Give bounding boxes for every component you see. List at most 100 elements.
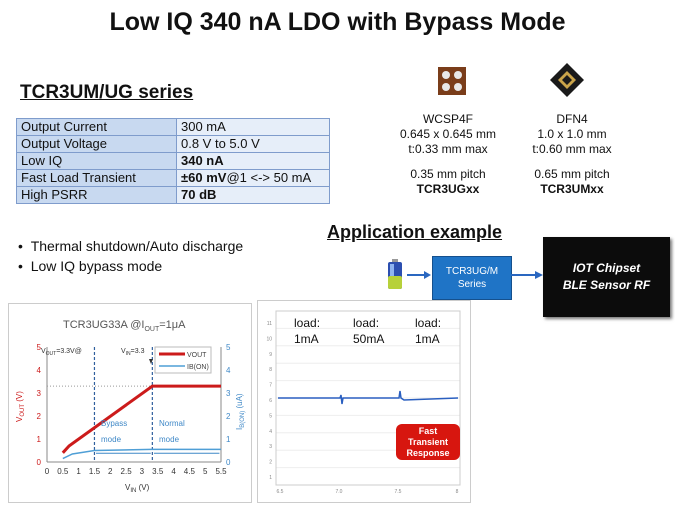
ldo-block-line: TCR3UG/M xyxy=(445,266,499,277)
load-label: 1mA xyxy=(294,332,319,346)
y2-tick-label: 3 xyxy=(226,389,231,398)
dfn4-package-icon xyxy=(550,63,584,97)
bullet-text: Low IQ bypass mode xyxy=(30,258,163,274)
spec-value: ±60 mV@1 <-> 50 mA xyxy=(176,169,330,187)
spec-value-bold: ±60 mV xyxy=(181,170,227,185)
package-thickness: t:0.33 mm max xyxy=(408,142,488,156)
normal-label: mode xyxy=(159,435,180,444)
load-label: 50mA xyxy=(353,332,384,346)
spec-value: 0.8 V to 5.0 V xyxy=(176,135,330,153)
package-name: DFN4 xyxy=(556,112,588,126)
y-tick-label: 8 xyxy=(269,367,272,373)
package-part: TCR3UMxx xyxy=(540,182,604,196)
legend-label: VOUT xyxy=(187,352,207,359)
battery-icon xyxy=(388,259,402,289)
badge-line: Response xyxy=(406,448,449,458)
y-tick-label: 0 xyxy=(37,458,42,467)
spec-value: 340 nA xyxy=(176,152,330,170)
x-ticks: 6.5 7.0 7.5 8 xyxy=(277,489,459,495)
y2-axis-label: IB(ON) (uA) xyxy=(235,393,246,430)
load-label: load: xyxy=(353,316,379,330)
y-tick-label: 5 xyxy=(37,343,42,352)
y-tick-label: 7 xyxy=(269,383,272,389)
x-tick-label: 1.5 xyxy=(89,467,101,476)
table-row: Output Voltage 0.8 V to 5.0 V xyxy=(16,135,330,153)
series-heading: TCR3UM/UG series xyxy=(20,82,194,103)
x-tick-label: 7.0 xyxy=(336,489,343,495)
y-tick-label: 3 xyxy=(37,389,42,398)
load-label: 1mA xyxy=(415,332,440,346)
y2-tick-label: 4 xyxy=(226,366,231,375)
bypass-label: Bypass xyxy=(101,419,127,428)
spec-key: Output Voltage xyxy=(16,135,177,153)
wcsp4f-package-icon xyxy=(438,67,466,95)
arrow-right-icon xyxy=(511,271,543,279)
package-size: 0.645 x 0.645 mm xyxy=(399,127,497,141)
package-size: 1.0 x 1.0 mm xyxy=(537,127,607,141)
y-tick-label: 6 xyxy=(269,398,272,404)
bullet-text: Thermal shutdown/Auto discharge xyxy=(30,238,244,254)
load-label: load: xyxy=(294,316,320,330)
legend-label: IB(ON) xyxy=(187,364,209,371)
y-tick-label: 2 xyxy=(37,412,42,421)
spec-key: Output Current xyxy=(16,118,177,136)
spec-key: Fast Load Transient xyxy=(16,169,177,187)
x-tick-label: 0 xyxy=(45,467,50,476)
load-label: load: xyxy=(415,316,441,330)
x-tick-label: 3.5 xyxy=(152,467,164,476)
x-tick-label: 0.5 xyxy=(57,467,69,476)
spec-key: Low IQ xyxy=(16,152,177,170)
x-tick-label: 4 xyxy=(171,467,176,476)
table-row: Output Current 300 mA xyxy=(16,118,330,136)
x-tick-label: 8 xyxy=(456,489,459,495)
y-tick-label: 4 xyxy=(37,366,42,375)
y-tick-label: 4 xyxy=(269,429,272,435)
vin-annotation: VIN=3.3 xyxy=(121,348,145,357)
slide-title: Low IQ 340 nA LDO with Bypass Mode xyxy=(109,8,566,36)
series-line-ib xyxy=(62,448,221,460)
spec-value: 70 dB xyxy=(176,186,330,204)
arrow-right-icon xyxy=(407,271,431,279)
vin-arrow-icon xyxy=(149,359,153,364)
y-axis-label: VOUT (V) xyxy=(15,391,26,422)
bullet-item: • Low IQ bypass mode xyxy=(18,258,163,274)
x-tick-label: 5 xyxy=(203,467,208,476)
package-name: WCSP4F xyxy=(422,112,473,126)
series-line-vout xyxy=(61,384,221,454)
x-tick-label: 7.5 xyxy=(395,489,402,495)
y-tick-label: 1 xyxy=(37,435,42,444)
chipset-line: IOT Chipset xyxy=(572,261,641,275)
x-tick-label: 2 xyxy=(108,467,113,476)
table-row: Low IQ 340 nA xyxy=(16,152,330,170)
x-tick-label: 1 xyxy=(76,467,81,476)
bypass-label: mode xyxy=(101,435,122,444)
spec-table: Output Current 300 mA Output Voltage 0.8… xyxy=(16,118,330,204)
table-row: Fast Load Transient ±60 mV@1 <-> 50 mA xyxy=(16,169,330,187)
fast-transient-badge xyxy=(396,424,460,460)
y2-tick-label: 0 xyxy=(226,458,231,467)
ldo-block-line: Series xyxy=(457,279,487,290)
x-tick-label: 6.5 xyxy=(277,489,284,495)
package-wcsp4f: WCSP4F 0.645 x 0.645 mm t:0.33 mm max 0.… xyxy=(380,112,516,197)
package-pitch: 0.35 mm pitch xyxy=(410,167,486,181)
spec-value-rest: @1 <-> 50 mA xyxy=(226,170,312,185)
package-thickness: t:0.60 mm max xyxy=(532,142,612,156)
x-tick-label: 4.5 xyxy=(184,467,196,476)
y-tick-label: 10 xyxy=(266,336,272,342)
x-axis-label: VIN (V) xyxy=(125,483,150,494)
y-tick-label: 3 xyxy=(269,444,272,450)
chart-legend xyxy=(154,346,212,374)
chipset-block: IOT Chipset BLE Sensor RF xyxy=(543,237,670,317)
phase-markers xyxy=(93,347,220,462)
plot-frame xyxy=(275,310,461,486)
bullet-item: • Thermal shutdown/Auto discharge xyxy=(18,238,244,254)
vout-annotation: VOUT=3.3V@ xyxy=(41,348,82,357)
package-pitch: 0.65 mm pitch xyxy=(534,167,610,181)
x-tick-label: 5.5 xyxy=(215,467,227,476)
badge-line: Transient xyxy=(408,437,448,447)
